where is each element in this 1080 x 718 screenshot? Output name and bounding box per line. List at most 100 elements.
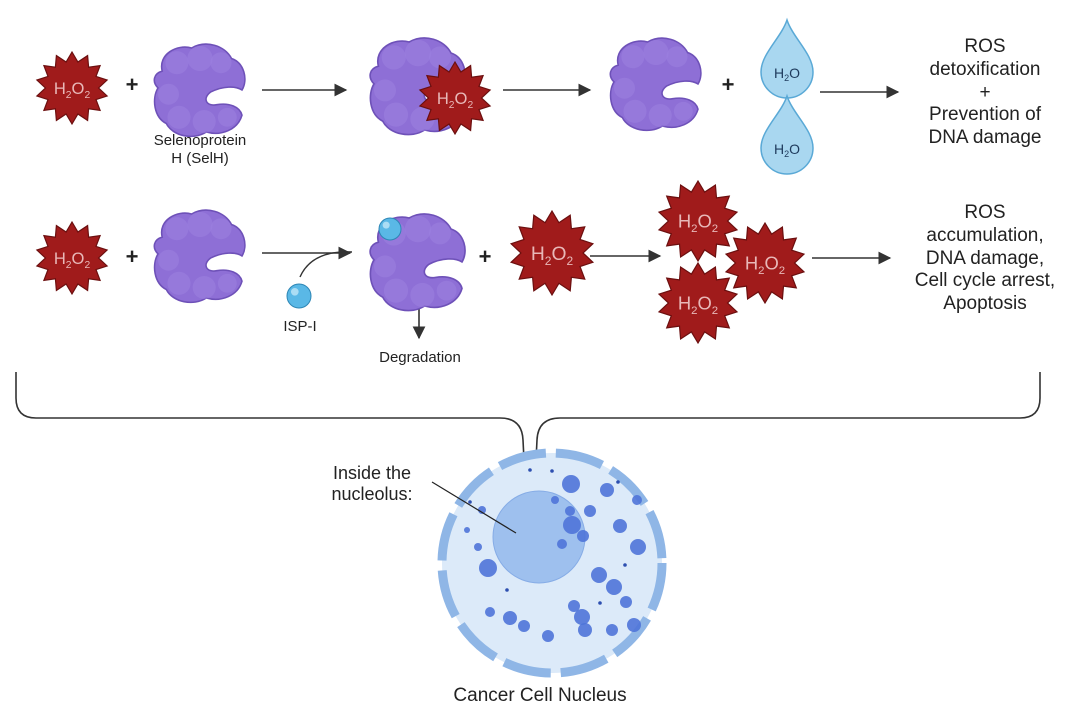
h2o2-formula: H2O2 bbox=[678, 211, 718, 236]
inhibitor-ball bbox=[378, 217, 402, 241]
inhibitor-ball-highlight bbox=[382, 221, 390, 229]
chromatin-granule bbox=[574, 609, 590, 625]
chromatin-granule bbox=[503, 611, 517, 625]
h2o2-molecule: H2O2 bbox=[657, 261, 739, 345]
protein-lobe bbox=[217, 273, 237, 293]
inhibitor-balls bbox=[286, 217, 402, 309]
chromatin-granule bbox=[485, 607, 495, 617]
chromatin-granule bbox=[578, 623, 592, 637]
chromatin-dot bbox=[616, 480, 620, 484]
chromatin-granule bbox=[600, 483, 614, 497]
protein-lobe bbox=[210, 218, 232, 240]
chromatin-dot bbox=[528, 468, 532, 472]
subscript: 2 bbox=[545, 254, 552, 268]
water-formula: H2O bbox=[774, 65, 800, 83]
h2o2-starburst bbox=[35, 220, 109, 296]
formula-part: O bbox=[697, 293, 711, 314]
selenoprotein-label: Selenoprotein H (SelH) bbox=[140, 132, 260, 167]
chromatin-granule bbox=[606, 579, 622, 595]
selenoprotein-label-line: Selenoprotein bbox=[153, 132, 247, 149]
selenoprotein-shape bbox=[153, 209, 246, 304]
nucleolus-label-line: Inside the bbox=[332, 463, 412, 483]
inhibitor-ball-body bbox=[286, 283, 312, 309]
protein-lobe bbox=[217, 107, 237, 127]
outcome-line: ROS bbox=[964, 202, 1006, 223]
protein-lobe bbox=[643, 39, 669, 66]
h2o2-starburst bbox=[509, 209, 595, 297]
nucleolus-label-line: nucleolus: bbox=[331, 484, 413, 505]
chromatin-granule bbox=[606, 624, 618, 636]
outcome-line: ROS bbox=[964, 36, 1006, 57]
formula-part: O bbox=[72, 249, 85, 268]
outcome-line: Apoptosis bbox=[943, 293, 1027, 315]
protein-lobe bbox=[381, 45, 406, 70]
protein-lobe bbox=[648, 103, 672, 128]
subscript: 2 bbox=[566, 254, 573, 268]
merge-bracket bbox=[15, 372, 1041, 501]
chromatin-dot bbox=[505, 588, 509, 592]
subscript: 2 bbox=[691, 305, 697, 317]
chromatin-dot bbox=[550, 469, 554, 473]
outcome-line: detoxification bbox=[929, 58, 1041, 80]
bracket-right bbox=[533, 372, 1041, 501]
h2o2-starburst bbox=[657, 179, 739, 263]
protein-lobe bbox=[158, 249, 179, 271]
protein-lobe bbox=[374, 79, 396, 102]
reaction-arrows bbox=[262, 83, 900, 340]
formula-part: O bbox=[551, 244, 566, 265]
selenoprotein-shapes bbox=[153, 37, 702, 312]
protein-lobe bbox=[167, 105, 191, 129]
chromatin-granule bbox=[479, 559, 497, 577]
plus-sign: + bbox=[721, 72, 735, 97]
subscript: 2 bbox=[712, 305, 718, 317]
subscript: 2 bbox=[784, 149, 789, 159]
h2o2-formula: H2O2 bbox=[531, 244, 574, 268]
formula-part: O bbox=[455, 89, 468, 108]
h2o2-formula: H2O2 bbox=[54, 79, 91, 101]
chromatin-dot bbox=[598, 601, 602, 605]
selenoprotein-label-line: H (SelH) bbox=[171, 149, 229, 167]
h2o2-formula: H2O2 bbox=[54, 249, 91, 271]
subscript: 2 bbox=[84, 90, 90, 101]
h2o2-starburst bbox=[724, 221, 806, 305]
subscript: 2 bbox=[779, 265, 785, 277]
chromatin-granule bbox=[577, 530, 589, 542]
h2o2-starburst bbox=[657, 261, 739, 345]
outcome-line: accumulation, bbox=[926, 224, 1044, 246]
protein-lobe bbox=[192, 109, 216, 134]
cancer-cell-nucleus bbox=[431, 448, 667, 678]
inhibitor-label: ISP-I bbox=[283, 318, 317, 335]
chromatin-granule bbox=[518, 620, 530, 632]
protein-lobe bbox=[383, 102, 409, 127]
protein-lobe bbox=[187, 45, 213, 72]
outcome-line: DNA damage, bbox=[925, 247, 1045, 269]
water-drop-shape bbox=[760, 17, 814, 99]
formula-part: O bbox=[789, 141, 800, 157]
chromatin-granule bbox=[563, 516, 581, 534]
protein-lobe bbox=[666, 46, 688, 68]
formula-part: O bbox=[789, 65, 800, 81]
formula-part: O bbox=[764, 253, 778, 274]
subscript: 2 bbox=[449, 100, 455, 111]
chromatin-granule bbox=[584, 505, 596, 517]
protein-lobe bbox=[410, 282, 435, 308]
protein-lobe bbox=[623, 99, 647, 123]
chromatin-granule bbox=[565, 506, 575, 516]
water-formula: H2O bbox=[774, 141, 800, 159]
chromatin-granule bbox=[557, 539, 567, 549]
chromatin-granule bbox=[630, 539, 646, 555]
protein-lobe bbox=[436, 280, 457, 301]
outcome-line: Cell cycle arrest, bbox=[914, 270, 1056, 292]
chromatin-granule bbox=[474, 543, 482, 551]
protein-lobe bbox=[165, 217, 189, 241]
water-drop: H2O bbox=[760, 17, 814, 99]
nucleus-caption: Cancer Cell Nucleus bbox=[453, 685, 627, 706]
protein-lobe bbox=[383, 278, 409, 303]
outcome-line: DNA damage bbox=[928, 127, 1042, 149]
chromatin-granule bbox=[627, 618, 641, 632]
inhibitor-ball-highlight bbox=[290, 287, 299, 296]
nucleolus bbox=[492, 490, 586, 584]
chromatin-dot bbox=[623, 563, 627, 567]
